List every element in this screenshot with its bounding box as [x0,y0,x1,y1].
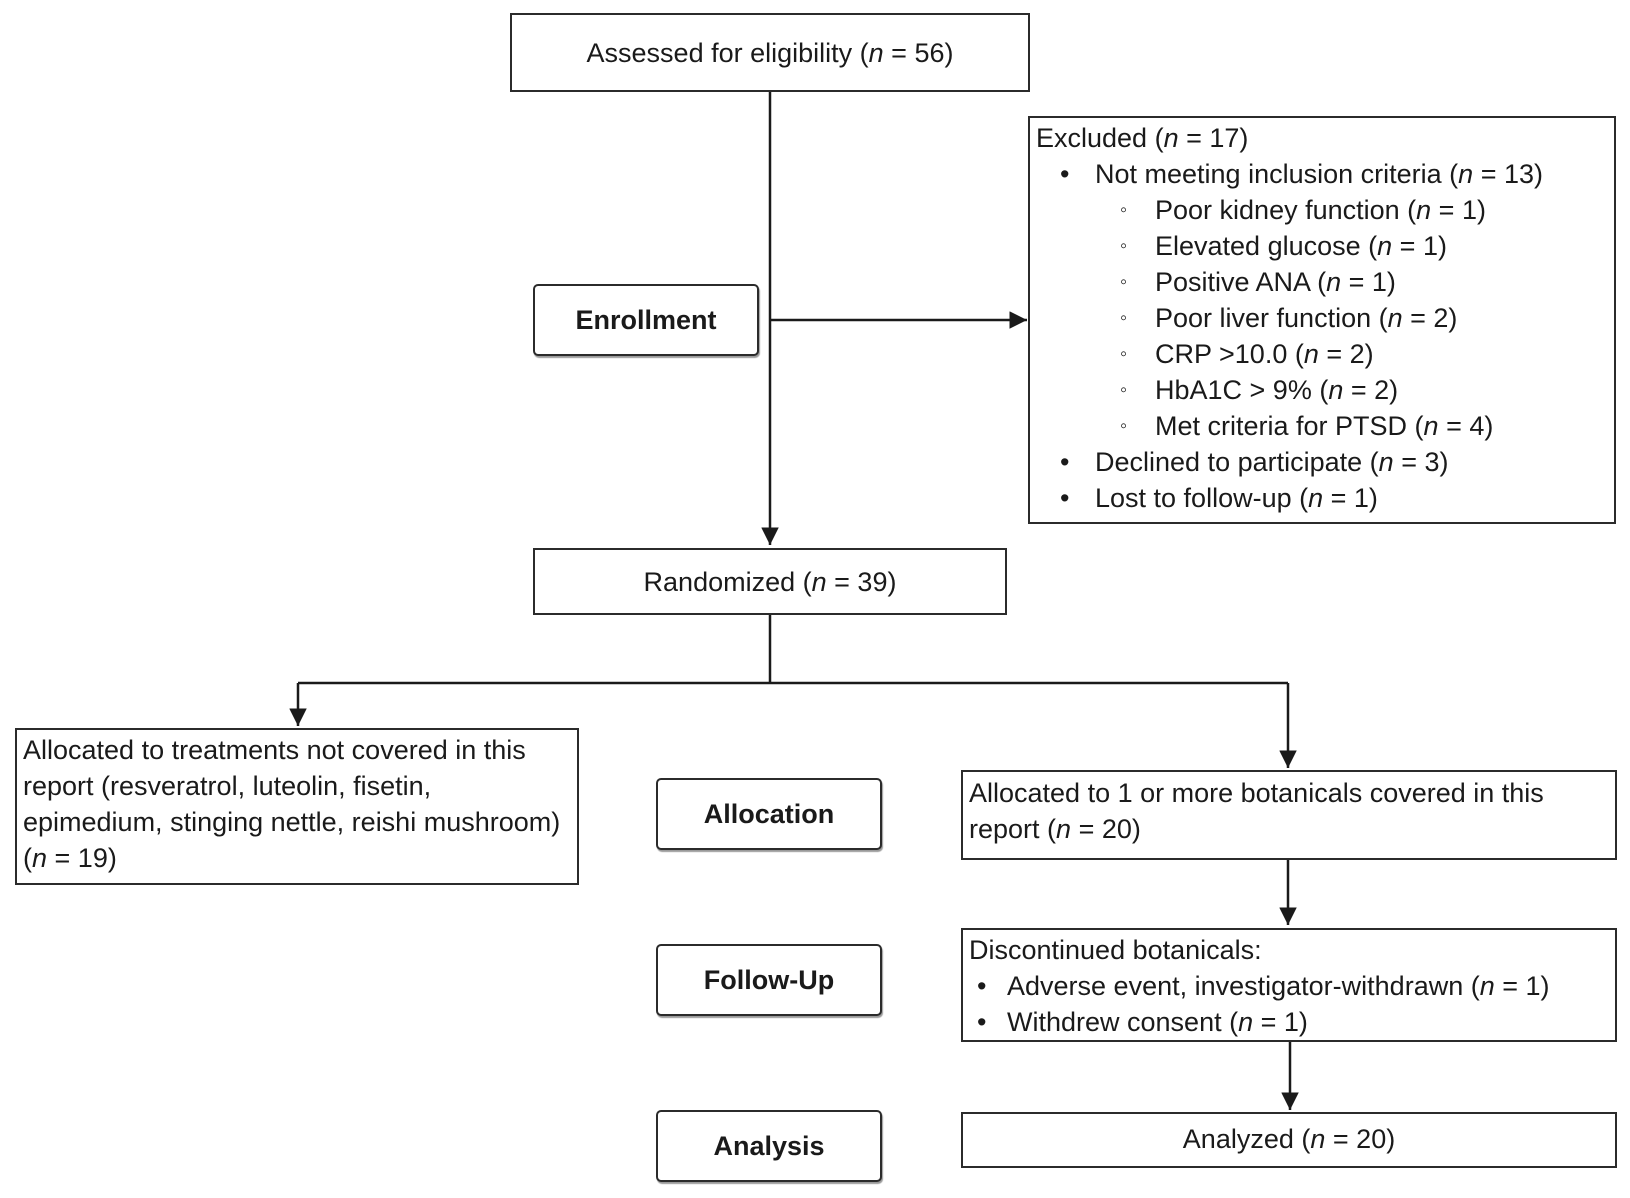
discontinued-box: Discontinued botanicals: Adverse event, … [961,928,1617,1042]
excluded-item: Declined to participate (n = 3) [1030,444,1614,480]
analyzed-box: Analyzed (n = 20) [961,1112,1617,1168]
excluded-title: Excluded (n = 17) [1036,123,1249,153]
excluded-subitem: Poor kidney function (n = 1) [1030,192,1614,228]
stage-analysis-label: Analysis [713,1130,825,1161]
excluded-subitem: Met criteria for PTSD (n = 4) [1030,408,1614,444]
excluded-list: Not meeting inclusion criteria (n = 13) … [1030,156,1614,516]
stage-enrollment: Enrollment [533,284,759,356]
excluded-box: Excluded (n = 17) Not meeting inclusion … [1028,116,1616,524]
stage-enrollment-label: Enrollment [575,304,717,335]
randomized-box: Randomized (n = 39) [533,548,1007,615]
alloc-other-box: Allocated to treatments not covered in t… [15,728,579,885]
analyzed-text: Analyzed (n = 20) [1182,1124,1396,1154]
stage-follow-up-label: Follow-Up [703,964,835,995]
stage-allocation: Allocation [656,778,882,850]
excluded-subitem: Positive ANA (n = 1) [1030,264,1614,300]
excluded-subitem: CRP >10.0 (n = 2) [1030,336,1614,372]
discontinued-title: Discontinued botanicals: [969,935,1262,965]
discontinued-item: Adverse event, investigator-withdrawn (n… [963,968,1615,1004]
alloc-other-text: Allocated to treatments not covered in t… [23,735,561,873]
randomized-text: Randomized (n = 39) [643,566,897,597]
excluded-item: Lost to follow-up (n = 1) [1030,480,1614,516]
discontinued-list: Adverse event, investigator-withdrawn (n… [963,968,1615,1040]
alloc-botanicals-text: Allocated to 1 or more botanicals covere… [969,778,1544,844]
stage-allocation-label: Allocation [703,798,835,829]
assessed-text: Assessed for eligibility (n = 56) [586,37,954,68]
discontinued-item: Withdrew consent (n = 1) [963,1004,1615,1040]
excluded-subitem: Elevated glucose (n = 1) [1030,228,1614,264]
alloc-botanicals-box: Allocated to 1 or more botanicals covere… [961,770,1617,860]
excluded-subitem: Poor liver function (n = 2) [1030,300,1614,336]
excluded-item: Not meeting inclusion criteria (n = 13) [1030,156,1614,192]
assessed-box: Assessed for eligibility (n = 56) [510,13,1030,92]
stage-follow-up: Follow-Up [656,944,882,1016]
excluded-subitem: HbA1C > 9% (n = 2) [1030,372,1614,408]
stage-analysis: Analysis [656,1110,882,1182]
